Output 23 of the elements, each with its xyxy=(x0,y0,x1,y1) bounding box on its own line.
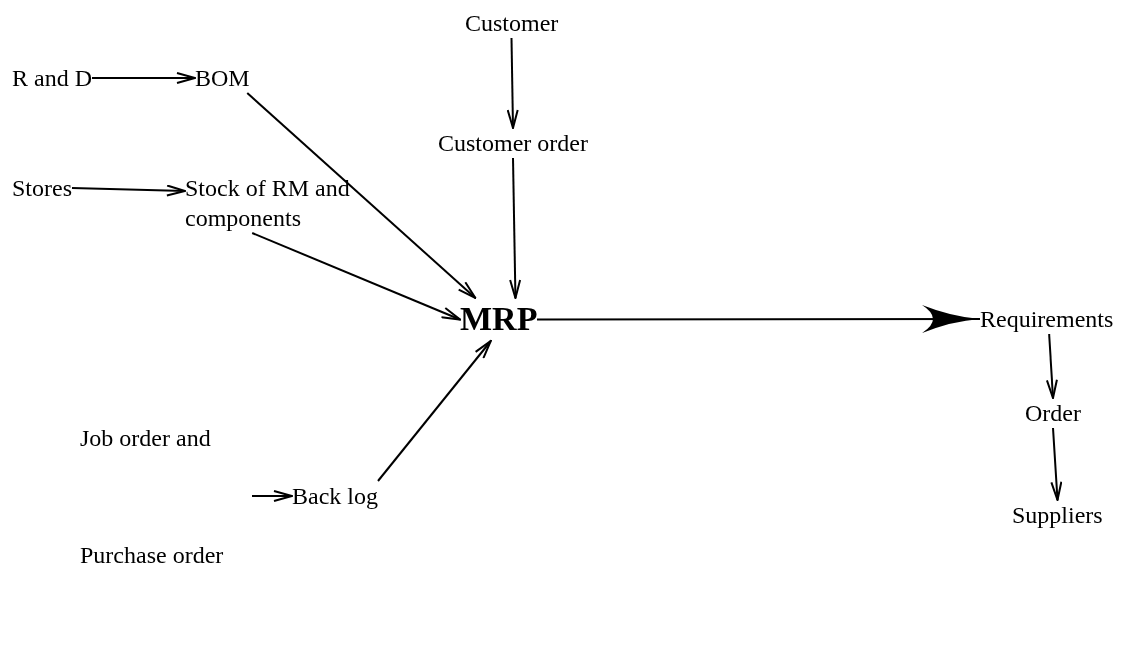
arrow xyxy=(1045,333,1058,399)
arrow xyxy=(91,72,196,84)
node-text: Customer xyxy=(465,8,559,38)
arrow xyxy=(246,92,477,299)
node-text: R and D xyxy=(12,63,92,93)
node-text: Suppliers xyxy=(1012,500,1103,530)
node-text: BOM xyxy=(195,63,250,93)
arrow xyxy=(251,490,293,502)
arrow xyxy=(509,157,522,299)
node-text: MRP xyxy=(460,298,538,341)
node-text: Order xyxy=(1025,398,1081,428)
node-text: Customer order xyxy=(438,128,588,158)
text-label: Purchase order xyxy=(80,541,224,570)
arrow xyxy=(377,340,492,482)
node-text: Stock of RM and components xyxy=(185,173,353,233)
node-text: Requirements xyxy=(980,304,1114,334)
arrow xyxy=(1050,427,1063,501)
node-text: Stores xyxy=(12,173,72,203)
text-label: Job order and xyxy=(80,424,211,453)
arrow xyxy=(251,232,461,321)
arrow xyxy=(71,184,186,197)
node-text: Back log xyxy=(292,481,378,511)
arrow xyxy=(506,37,519,129)
